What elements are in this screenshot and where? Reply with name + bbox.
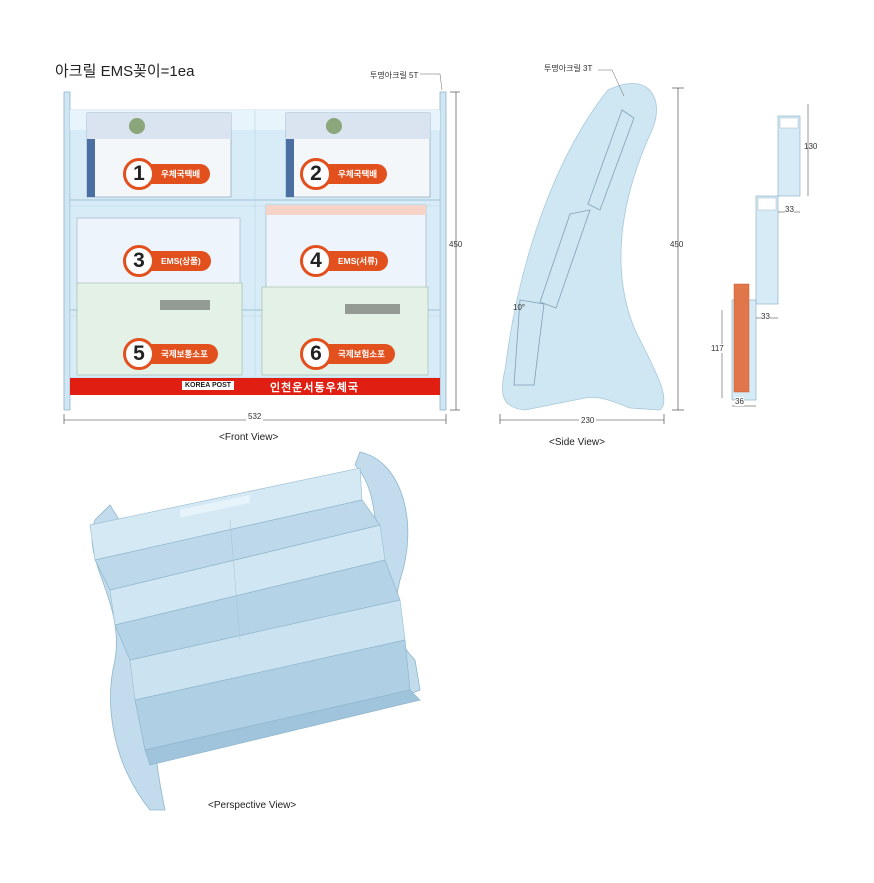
front-material-note: 투명아크릴 5T <box>370 71 419 80</box>
slot-number: 1 <box>123 158 155 190</box>
detail-top-depth: 33 <box>785 205 794 214</box>
front-view-caption: <Front View> <box>219 432 279 443</box>
slot-label: 우체국택배 <box>149 164 211 184</box>
detail-mid-depth: 33 <box>761 312 770 321</box>
detail-bottom-depth: 36 <box>735 397 744 406</box>
detail-top-height: 130 <box>804 142 818 151</box>
side-view-caption: <Side View> <box>549 437 605 448</box>
slot-6-callout: 6 국제보험소포 <box>300 338 395 370</box>
slot-2-callout: 2 우체국택배 <box>300 158 388 190</box>
slot-number: 6 <box>300 338 332 370</box>
drawing-title: 아크릴 EMS꽂이=1ea <box>55 63 195 80</box>
front-right-post <box>439 91 447 411</box>
slot-label: 국제보통소포 <box>149 344 218 364</box>
post-office-name: 인천운서동우체국 <box>270 382 359 394</box>
detail-view-drawing <box>721 104 809 407</box>
detail-bottom-height: 117 <box>711 344 724 353</box>
slot-label: 우체국택배 <box>326 164 388 184</box>
front-view-drawing <box>63 73 460 424</box>
slot-number: 2 <box>300 158 332 190</box>
slot-label: EMS(상품) <box>149 251 211 271</box>
post-office-banner: KOREA POST 인천운서동우체국 <box>70 378 440 395</box>
side-width-dim: 230 <box>579 416 597 425</box>
slot-number: 3 <box>123 245 155 277</box>
slot-1-callout: 1 우체국택배 <box>123 158 211 190</box>
side-view-drawing <box>499 69 684 424</box>
front-width-dim: 532 <box>246 412 264 421</box>
side-height-dim: 450 <box>670 240 684 249</box>
slot-number: 5 <box>123 338 155 370</box>
slot-label: 국제보험소포 <box>326 344 395 364</box>
form-4 <box>265 204 427 290</box>
front-left-post <box>63 91 71 411</box>
slot-4-callout: 4 EMS(서류) <box>300 245 388 277</box>
slot-label: EMS(서류) <box>326 251 388 271</box>
perspective-view-drawing <box>89 451 421 811</box>
slot-5-callout: 5 국제보통소포 <box>123 338 218 370</box>
front-height-dim: 450 <box>449 240 463 249</box>
slot-3-callout: 3 EMS(상품) <box>123 245 211 277</box>
side-angle-dim: 10° <box>513 303 526 312</box>
side-material-note: 투명아크릴 3T <box>544 64 593 73</box>
korea-post-logo: KOREA POST <box>182 381 235 390</box>
side-panel-shape <box>501 83 665 411</box>
perspective-view-caption: <Perspective View> <box>208 800 297 811</box>
slot-number: 4 <box>300 245 332 277</box>
